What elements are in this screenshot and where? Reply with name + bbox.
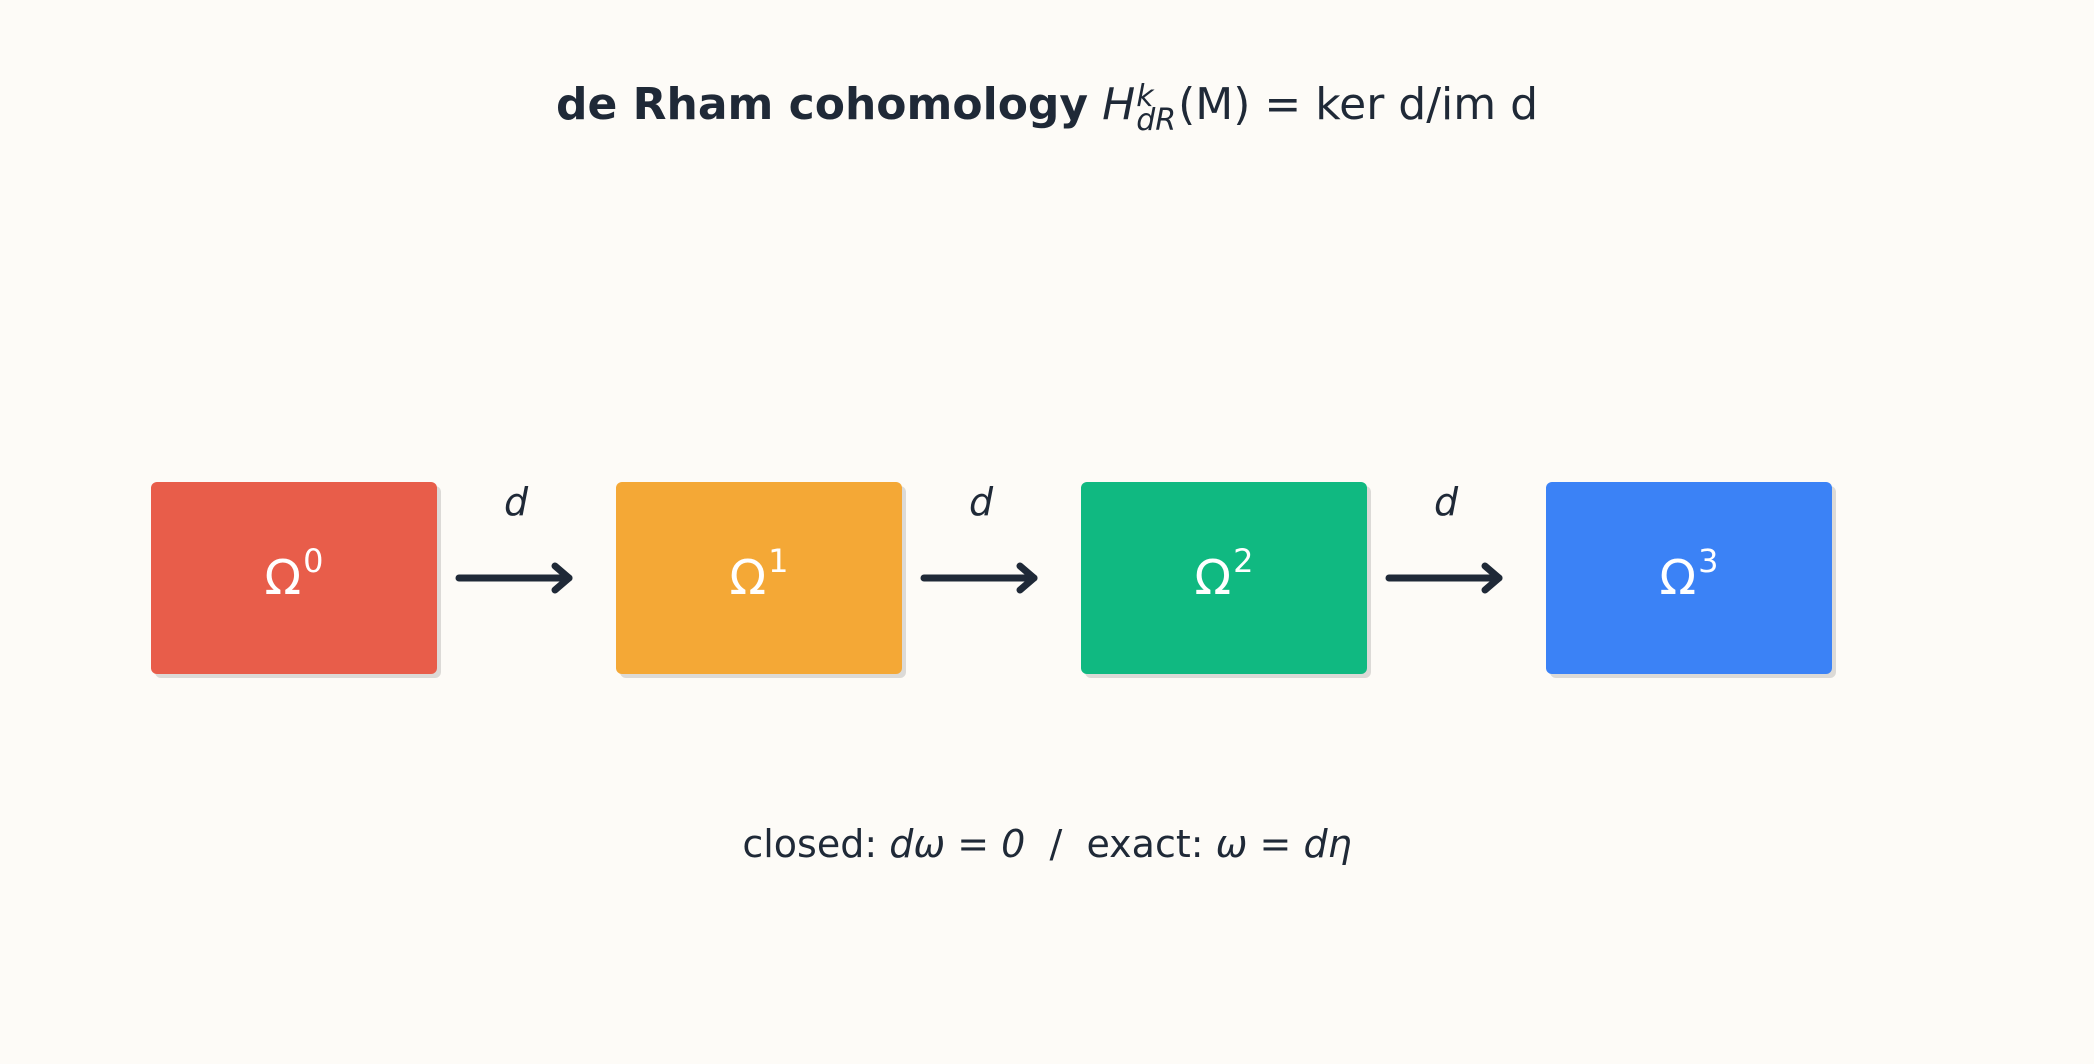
closed-exact-caption: closed: dω = 0 / exact: ω = dη [0, 816, 2094, 872]
omega-1-label: Ω1 [729, 542, 789, 606]
arrow-1-2-icon [920, 562, 1038, 594]
omega-1-box: Ω1 [616, 482, 902, 674]
formula-superscript: k [1136, 79, 1154, 114]
omega-2-box: Ω2 [1081, 482, 1367, 674]
closed-label: closed: [742, 822, 890, 866]
title-text: de Rham cohomology [555, 79, 1089, 130]
omega-3-label: Ω3 [1659, 542, 1719, 606]
arrow-1-2-label: d [968, 480, 994, 524]
arrow-1-2: d [892, 482, 1070, 674]
caption-separator: / [1025, 822, 1087, 866]
arrow-2-3: d [1357, 482, 1535, 674]
arrow-0-1: d [427, 482, 605, 674]
formula-subscript: dR [1136, 103, 1177, 138]
exact-label: exact: [1086, 822, 1216, 866]
arrow-0-1-icon [455, 562, 573, 594]
arrow-2-3-icon [1385, 562, 1503, 594]
exact-expression: ω = dη [1215, 822, 1352, 866]
arrow-2-3-label: d [1433, 480, 1459, 524]
formula-rest: (M) = ker d/im d [1178, 79, 1539, 130]
closed-expression: dω = 0 [889, 822, 1026, 866]
omega-0-box: Ω0 [151, 482, 437, 674]
omega-3-box: Ω3 [1546, 482, 1832, 674]
arrow-0-1-label: d [503, 480, 529, 524]
omega-2-label: Ω2 [1194, 542, 1254, 606]
formula-h: H [1102, 79, 1136, 130]
omega-0-label: Ω0 [264, 542, 324, 606]
